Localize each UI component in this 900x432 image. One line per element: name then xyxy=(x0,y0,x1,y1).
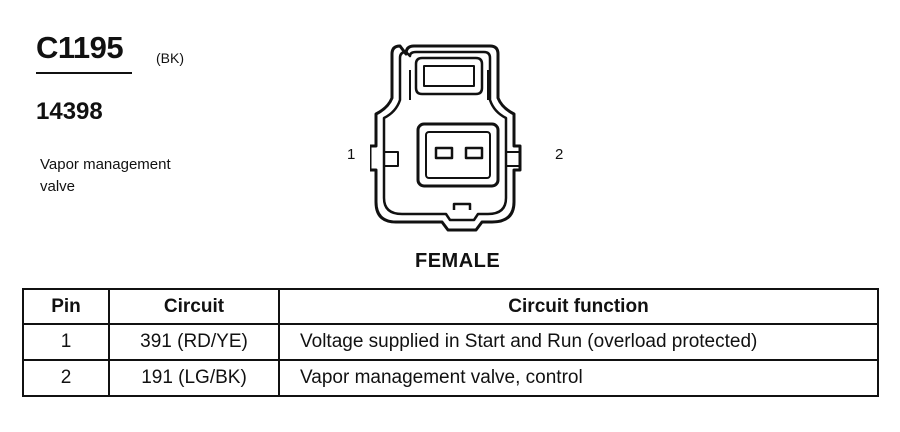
pin-table: Pin Circuit Circuit function 1 391 (RD/Y… xyxy=(22,288,879,397)
part-number: 14398 xyxy=(36,98,103,125)
table-row: 1 391 (RD/YE) Voltage supplied in Start … xyxy=(22,323,879,361)
column-header-pin: Pin xyxy=(22,288,110,325)
terminal-pin-2 xyxy=(464,146,484,160)
connector-side-key-right xyxy=(505,151,521,167)
pin-number: 2 xyxy=(22,359,110,397)
pin-label-2: 2 xyxy=(555,146,564,163)
connector-inner-housing xyxy=(382,50,508,222)
table-header-row: Pin Circuit Circuit function xyxy=(22,288,879,325)
terminal-cavity-frame xyxy=(416,122,500,188)
description-line-1: Vapor management xyxy=(40,156,171,173)
connector-latch-inner xyxy=(423,65,475,87)
connector-id: C1195 xyxy=(36,30,124,65)
connector-face-drawing xyxy=(370,44,522,232)
column-header-circuit-function: Circuit function xyxy=(278,288,879,325)
terminal-pin-1 xyxy=(434,146,454,160)
circuit-function: Voltage supplied in Start and Run (overl… xyxy=(278,323,879,361)
connector-bottom-key xyxy=(452,202,472,210)
connector-color: (BK) xyxy=(156,50,184,66)
circuit-function: Vapor management valve, control xyxy=(278,359,879,397)
pin-number: 1 xyxy=(22,323,110,361)
connector-gender-label: FEMALE xyxy=(415,250,501,272)
pin-label-1: 1 xyxy=(347,146,356,163)
table-row: 2 191 (LG/BK) Vapor management valve, co… xyxy=(22,359,879,397)
connector-id-underline xyxy=(36,72,132,74)
description-line-2: valve xyxy=(40,178,76,195)
connector-side-key-left xyxy=(383,151,399,167)
connector-outer-housing xyxy=(370,44,522,232)
component-description: Vapor management valve xyxy=(40,154,210,198)
circuit-number: 391 (RD/YE) xyxy=(108,323,280,361)
circuit-number: 191 (LG/BK) xyxy=(108,359,280,397)
column-header-circuit: Circuit xyxy=(108,288,280,325)
terminal-cavity-inner xyxy=(425,131,491,179)
connector-latch xyxy=(414,56,484,96)
